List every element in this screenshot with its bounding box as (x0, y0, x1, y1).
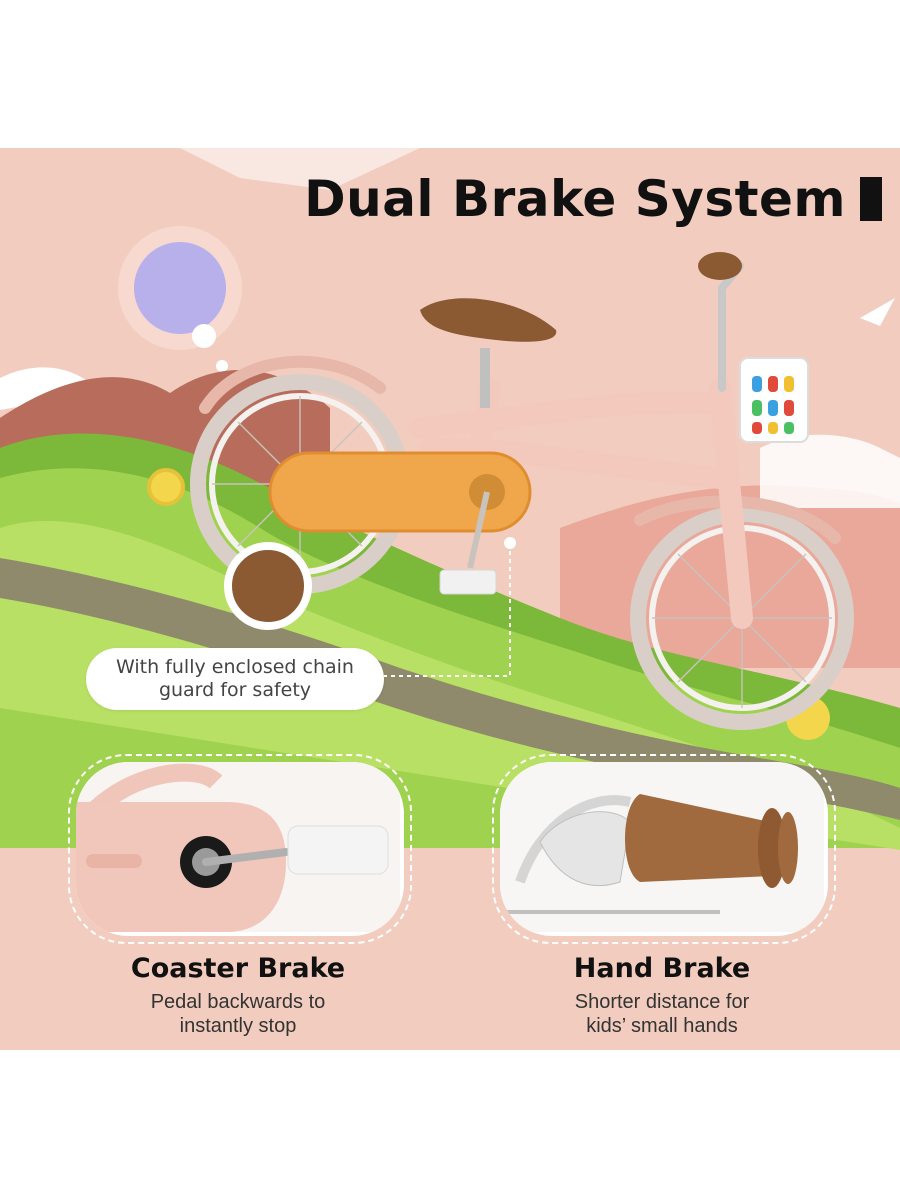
coin-shape (147, 468, 185, 506)
cloud-right (760, 434, 900, 508)
grip-flange (758, 808, 786, 888)
brake-lever (539, 811, 631, 887)
brake-lever-arm (515, 795, 632, 884)
cloud-dot-small (216, 360, 228, 372)
grip-closeup (625, 794, 782, 882)
grip-end (778, 812, 798, 884)
hand-brake-title: Hand Brake (573, 953, 751, 984)
seat-post (480, 348, 490, 408)
rear-fender (199, 355, 386, 414)
crank-arm (467, 491, 490, 569)
handlebar-grip (698, 252, 742, 280)
cloud-left (0, 367, 100, 410)
hand-brake-desc: Shorter distance for kids’ small hands (492, 990, 832, 1038)
hand-brake-desc-line-2: kids’ small hands (586, 1015, 738, 1037)
pedal-closeup (287, 825, 389, 875)
hand-brake-image (500, 762, 828, 936)
chain-guard-callout: With fully enclosed chain guard for safe… (86, 648, 384, 710)
coaster-brake-feature: Coaster Brake Pedal backwards to instant… (68, 953, 408, 1038)
bike-frame (409, 377, 753, 629)
pedal (439, 569, 497, 595)
crank-closeup (202, 848, 290, 866)
coaster-brake-title: Coaster Brake (130, 953, 346, 984)
coaster-brake-image (76, 762, 404, 936)
cloud-streak (180, 148, 420, 190)
product-panel: Dual Brake System With fully enclosed ch… (0, 148, 900, 1050)
callout-leader (384, 543, 511, 677)
coaster-brake-desc-line-1: Pedal backwards to (150, 991, 326, 1013)
coaster-brake-desc: Pedal backwards to instantly stop (68, 990, 408, 1038)
callout-line-2: guard for safety (158, 679, 312, 701)
handlebar-stem (718, 262, 744, 392)
coaster-brake-card (68, 754, 412, 944)
basket-holes (752, 376, 794, 434)
saddle (420, 298, 557, 342)
bird-shape (860, 298, 895, 326)
callout-dot (504, 537, 516, 549)
headline: Dual Brake System (304, 170, 846, 228)
hand-brake-card (492, 754, 836, 944)
hand-brake-desc-line-1: Shorter distance for (574, 991, 750, 1013)
headline-block: Dual Brake System (304, 170, 882, 228)
hero-illustration (0, 148, 900, 850)
moon-shape (134, 242, 226, 334)
guard-slot (86, 854, 142, 868)
training-wheel (224, 542, 312, 630)
callout-line-1: With fully enclosed chain (116, 656, 354, 678)
headline-bar (860, 177, 882, 221)
coaster-brake-desc-line-2: instantly stop (179, 1015, 297, 1037)
chain-guard (268, 451, 532, 533)
cloud-dot (192, 324, 216, 348)
hand-brake-feature: Hand Brake Shorter distance for kids’ sm… (492, 953, 832, 1038)
